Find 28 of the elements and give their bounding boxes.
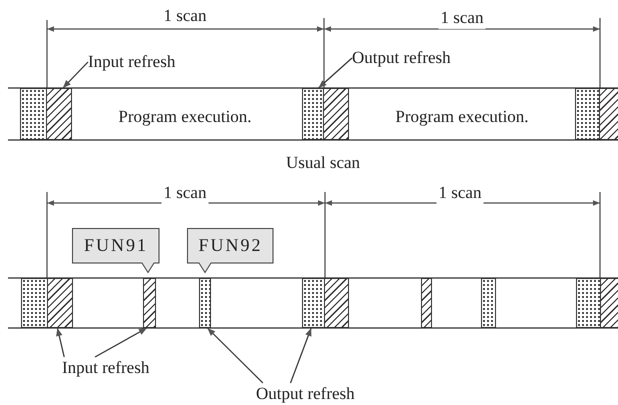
input-refresh-segment <box>47 278 73 328</box>
input-refresh-segment <box>323 88 349 140</box>
refresh-label: Input refresh <box>62 357 172 379</box>
output-refresh-segment <box>575 88 600 140</box>
leader-line <box>56 328 65 358</box>
output-refresh-segment <box>302 278 325 328</box>
leader-line <box>290 328 312 384</box>
output-refresh-segment <box>21 278 48 328</box>
leader-line <box>62 62 88 88</box>
output-refresh-segment <box>20 88 47 140</box>
input-refresh-segment <box>324 278 349 328</box>
refresh-label: Output refresh <box>256 383 371 405</box>
input-refresh-segment <box>421 278 432 328</box>
output-refresh-segment <box>199 278 211 328</box>
leader-line <box>94 327 148 358</box>
function-callout: FUN92 <box>187 228 274 273</box>
leader-line <box>318 58 352 88</box>
output-refresh-segment <box>302 88 324 140</box>
refresh-label: Output refresh <box>352 47 467 69</box>
function-callout: FUN91 <box>72 228 160 273</box>
input-refresh-segment <box>599 88 618 140</box>
refresh-label: Input refresh <box>88 51 198 73</box>
input-refresh-segment <box>600 278 618 328</box>
input-refresh-segment <box>46 88 72 140</box>
input-refresh-segment <box>143 278 156 328</box>
output-refresh-segment <box>481 278 496 328</box>
output-refresh-segment <box>576 278 601 328</box>
leader-line <box>206 328 264 384</box>
